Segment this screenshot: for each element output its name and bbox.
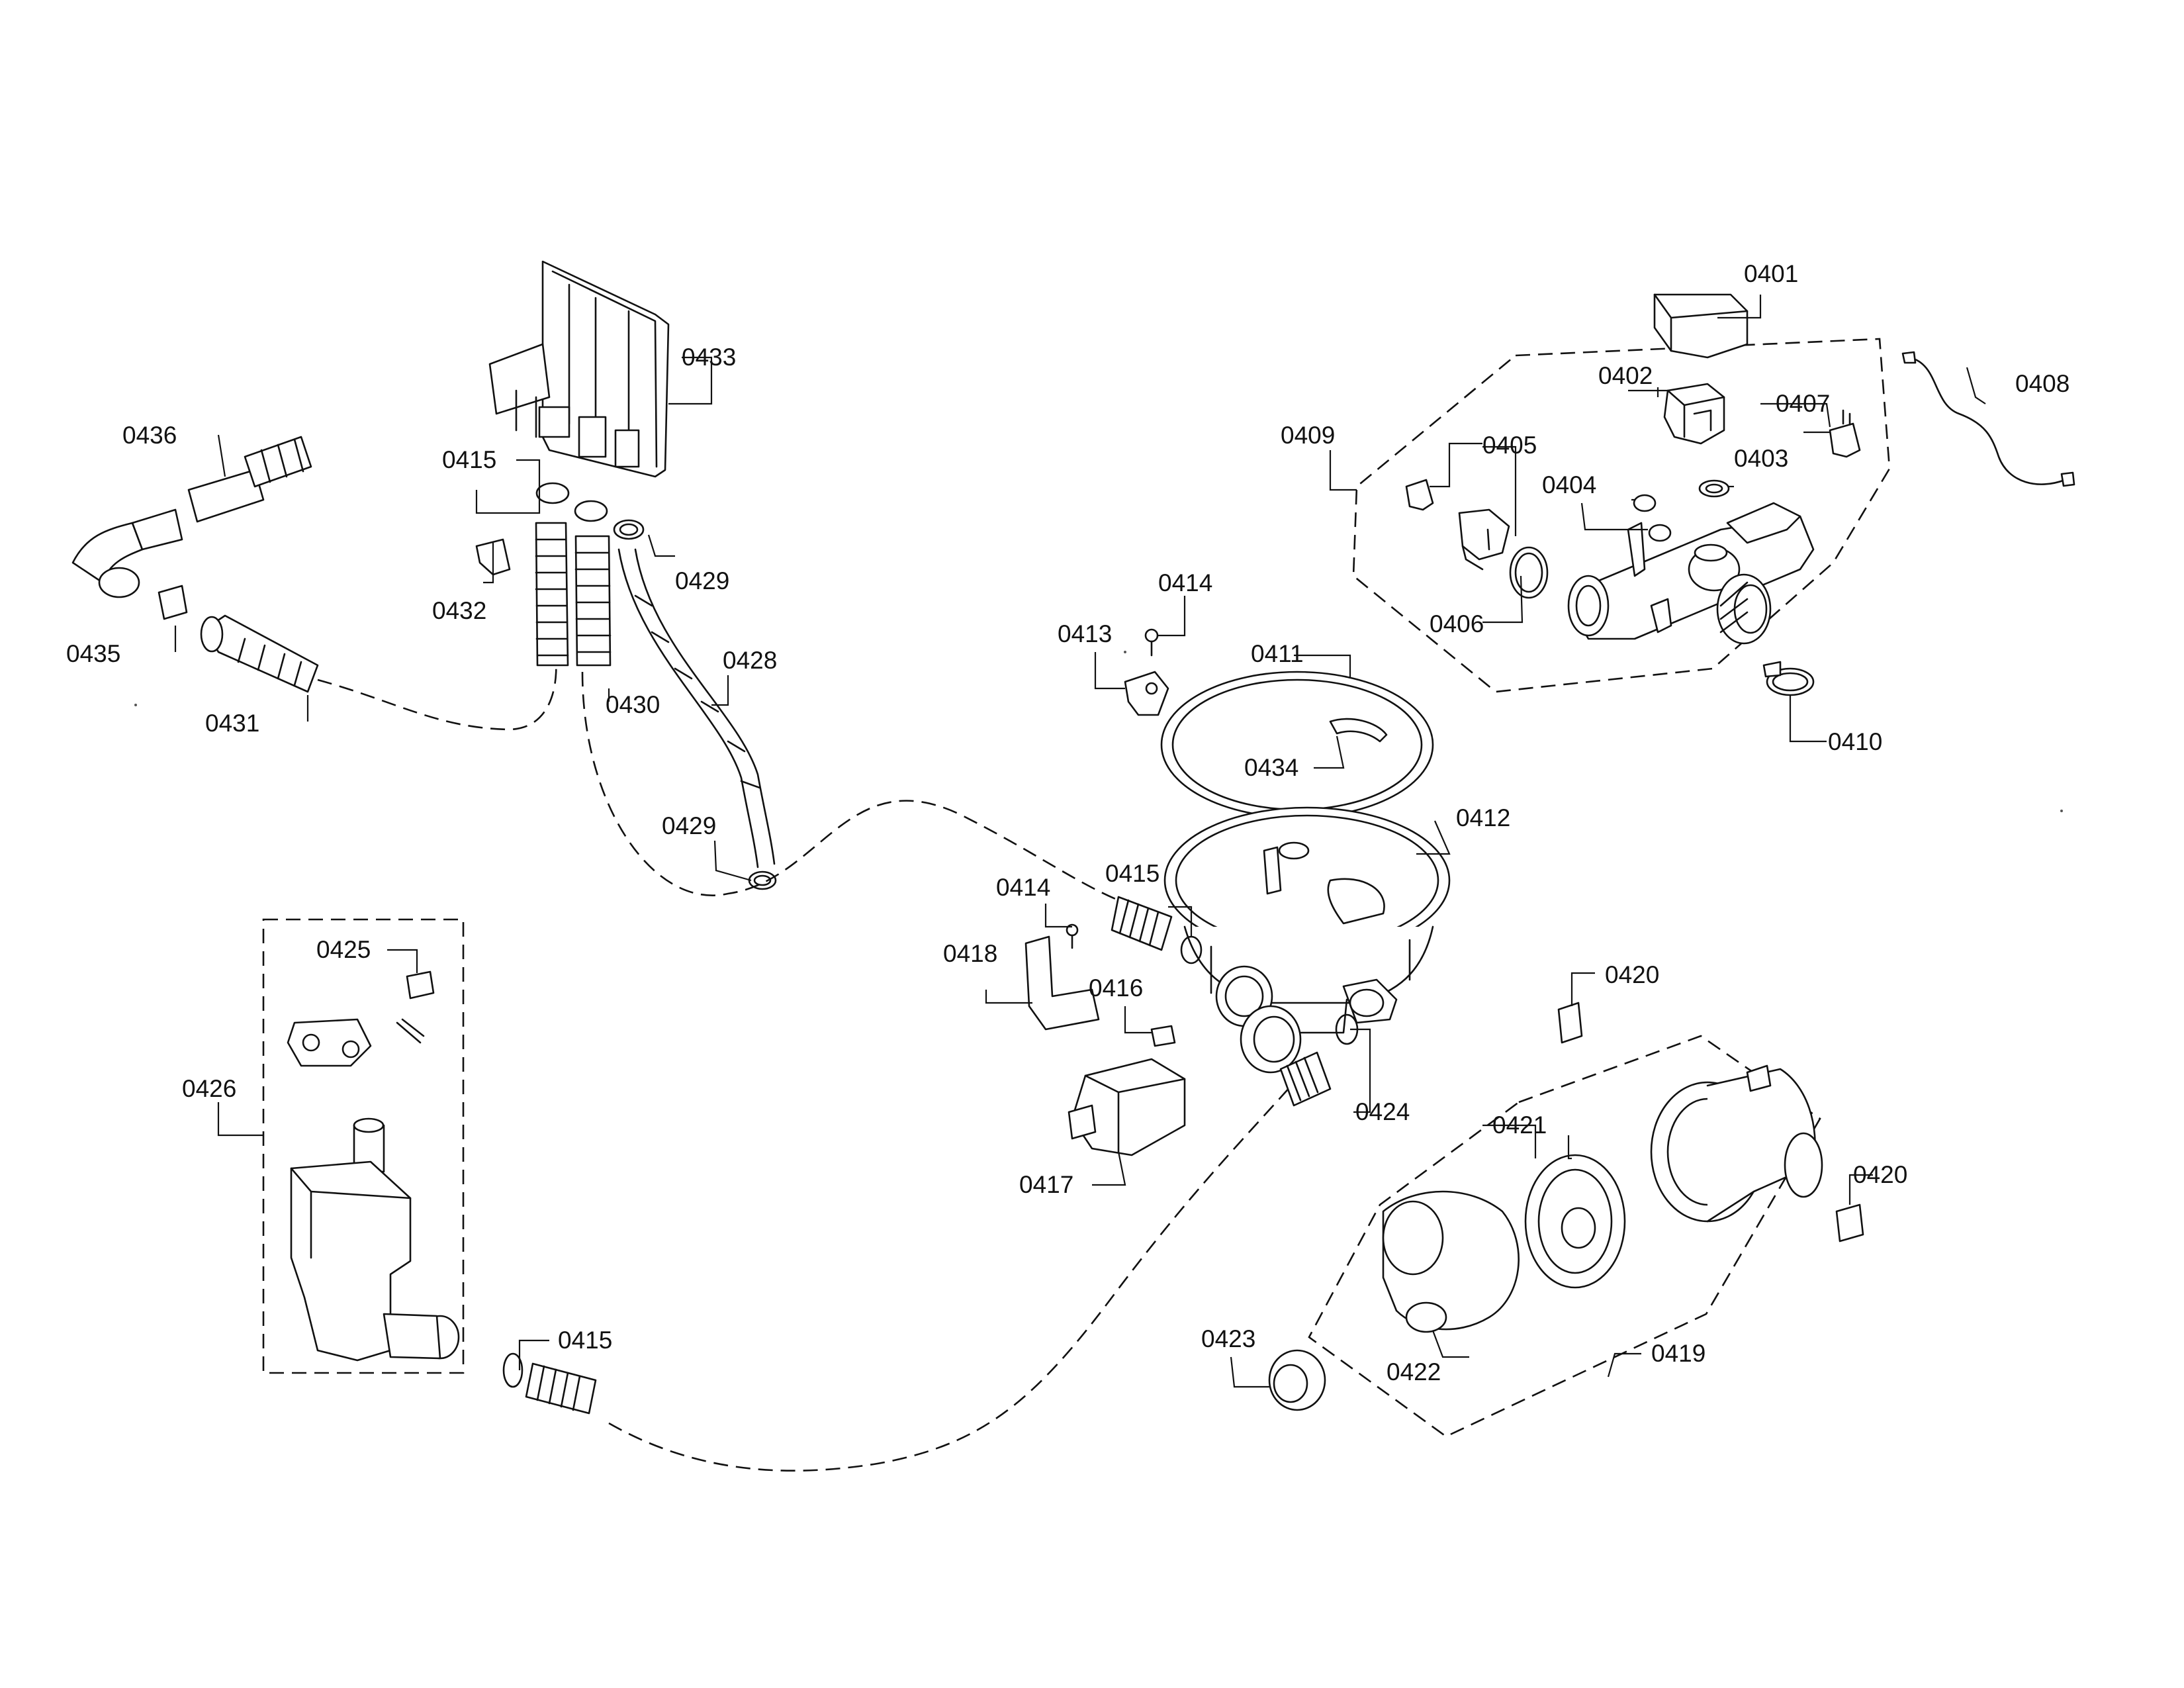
part-0414-screw-lower — [1066, 923, 1079, 949]
part-0431-hose-end — [200, 614, 319, 693]
part-0413-bracket — [1124, 671, 1169, 716]
hose-routing-0430 — [581, 671, 1119, 902]
label-0415-mid[interactable]: 0415 — [1105, 860, 1160, 887]
hose-routing-0431 — [317, 648, 557, 731]
label-0432[interactable]: 0432 — [432, 597, 486, 624]
part-0404-ring-a — [1633, 494, 1657, 512]
label-0402[interactable]: 0402 — [1598, 362, 1653, 389]
label-0417[interactable]: 0417 — [1019, 1171, 1073, 1198]
part-0409-heater-module — [1567, 502, 1815, 645]
label-0406[interactable]: 0406 — [1430, 610, 1484, 637]
part-0414-screw-upper — [1144, 628, 1159, 657]
part-0417-drain-pump — [1068, 1058, 1186, 1156]
label-0409[interactable]: 0409 — [1281, 422, 1335, 449]
part-0406-oring — [1509, 546, 1549, 599]
part-0404-ring-b — [1648, 524, 1672, 542]
part-0426-valve-assembly — [287, 1018, 460, 1362]
label-0420-lower[interactable]: 0420 — [1853, 1161, 1907, 1188]
part-0410-clamp — [1762, 661, 1815, 696]
part-0402-connector — [1663, 383, 1725, 445]
label-0413[interactable]: 0413 — [1058, 620, 1112, 647]
part-0433-air-break — [488, 260, 670, 478]
label-0414-lower[interactable]: 0414 — [996, 874, 1050, 901]
part-0412-sump — [1163, 806, 1451, 1074]
label-0408[interactable]: 0408 — [2015, 370, 2070, 397]
part-0407-clip — [1829, 409, 1861, 458]
label-0424[interactable]: 0424 — [1355, 1098, 1410, 1125]
label-0433[interactable]: 0433 — [682, 344, 736, 371]
label-0421[interactable]: 0421 — [1492, 1111, 1547, 1139]
label-0426[interactable]: 0426 — [182, 1075, 236, 1102]
label-0431[interactable]: 0431 — [205, 710, 259, 737]
part-0425-clip — [406, 970, 435, 1000]
part-0420-clip-upper — [1557, 1002, 1583, 1044]
label-0418[interactable]: 0418 — [943, 940, 997, 967]
label-0420-upper[interactable]: 0420 — [1605, 961, 1659, 988]
label-0405[interactable]: 0405 — [1482, 432, 1537, 459]
part-0415-hose-bottom — [502, 1352, 597, 1415]
label-0423[interactable]: 0423 — [1201, 1325, 1255, 1352]
label-0425[interactable]: 0425 — [316, 936, 371, 963]
label-0428[interactable]: 0428 — [723, 647, 777, 674]
part-0419-circulation-motor — [1650, 1064, 1823, 1223]
part-0403-ring — [1698, 479, 1730, 498]
label-0429-upper[interactable]: 0429 — [675, 567, 729, 594]
label-0415-bottom[interactable]: 0415 — [558, 1327, 612, 1354]
part-0411-gasket — [1160, 671, 1434, 819]
label-0403[interactable]: 0403 — [1734, 445, 1788, 472]
label-0412[interactable]: 0412 — [1456, 804, 1510, 831]
label-0410[interactable]: 0410 — [1828, 728, 1882, 755]
part-0416-clip — [1150, 1025, 1176, 1047]
label-0435[interactable]: 0435 — [66, 640, 120, 667]
part-0420-clip-lower — [1835, 1203, 1864, 1243]
label-0422[interactable]: 0422 — [1387, 1358, 1441, 1385]
label-0407[interactable]: 0407 — [1776, 390, 1830, 417]
hose-routing-0415 — [608, 1078, 1298, 1472]
part-0434-clip — [1329, 718, 1388, 743]
assembly-outline-0419 — [1308, 1035, 1821, 1438]
part-0401-cover — [1653, 293, 1749, 359]
part-0436-elbow-hose — [71, 436, 312, 598]
label-0415-top[interactable]: 0415 — [442, 446, 496, 473]
label-0419[interactable]: 0419 — [1651, 1340, 1706, 1367]
registration-marks — [134, 651, 2063, 812]
part-0435-clip — [158, 585, 188, 620]
part-0429-clamp-upper — [613, 519, 645, 540]
leader-lines — [174, 295, 1986, 1388]
part-0421-pump-housing — [1524, 1154, 1626, 1289]
part-0430-corrugated-hose — [535, 522, 612, 667]
part-0415-ring-top — [535, 482, 608, 522]
label-0404[interactable]: 0404 — [1542, 471, 1596, 498]
label-0430[interactable]: 0430 — [606, 691, 660, 718]
part-0428-fill-hose — [617, 548, 776, 868]
label-0416[interactable]: 0416 — [1089, 974, 1143, 1002]
label-0414-upper[interactable]: 0414 — [1158, 569, 1212, 596]
label-0411[interactable]: 0411 — [1251, 640, 1304, 667]
label-0436[interactable]: 0436 — [122, 422, 177, 449]
part-0422-impeller-cover — [1382, 1190, 1520, 1333]
label-0429-lower[interactable]: 0429 — [662, 812, 716, 839]
label-0434[interactable]: 0434 — [1244, 754, 1298, 781]
part-0418-holder — [1024, 935, 1100, 1031]
part-0405-sensor — [1405, 479, 1510, 571]
part-labels: 0401 0402 0403 0404 0405 0406 0407 0408 … — [66, 260, 2070, 1385]
part-0423-grommet — [1268, 1349, 1326, 1411]
part-0408-wire — [1901, 351, 2075, 487]
label-0401[interactable]: 0401 — [1744, 260, 1798, 287]
part-0429-clamp-lower — [748, 870, 777, 890]
assembly-outline-0409 — [1352, 338, 1891, 693]
assembly-outline-0426 — [262, 918, 465, 1374]
